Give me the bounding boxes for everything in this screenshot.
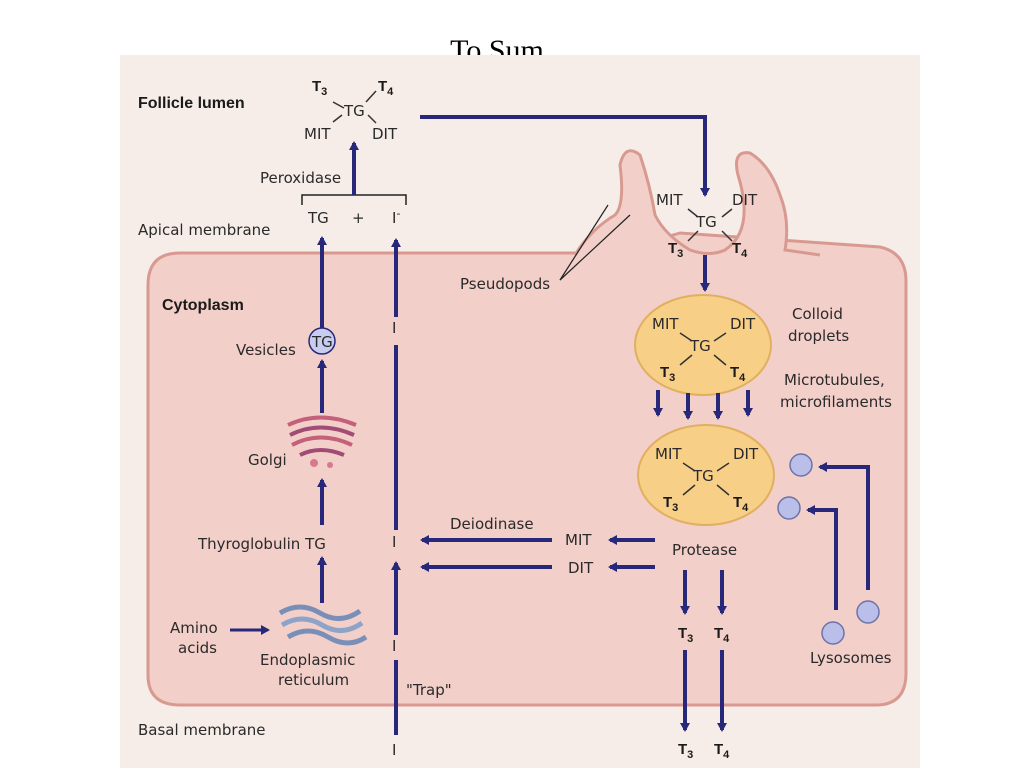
amino-acids-label-1: Amino xyxy=(170,619,218,637)
svg-text:T3: T3 xyxy=(668,240,683,260)
svg-text:T4: T4 xyxy=(730,364,746,384)
lysosomes-label: Lysosomes xyxy=(810,649,892,667)
golgi-icon xyxy=(287,415,357,468)
mit-product-label: MIT xyxy=(565,531,592,549)
svg-text:T3: T3 xyxy=(678,625,693,645)
basal-membrane-label: Basal membrane xyxy=(138,721,266,739)
tg-molecule-pseudopod: MIT DIT TG T3 T4 xyxy=(656,191,758,260)
svg-text:TG: TG xyxy=(695,213,717,231)
apical-membrane-label: Apical membrane xyxy=(138,221,270,239)
dit-product-label: DIT xyxy=(568,559,594,577)
tg-molecule-droplet-2: MIT DIT TG T3 T4 xyxy=(655,445,759,514)
svg-text:T3: T3 xyxy=(663,494,678,514)
mit-label: MIT xyxy=(304,125,331,143)
colloid-droplet-1 xyxy=(634,294,772,396)
golgi-label: Golgi xyxy=(248,451,287,469)
thyroid-hormone-diagram: Follicle lumen Apical membrane Cytoplasm… xyxy=(120,55,920,768)
pseudopods-label: Pseudopods xyxy=(460,275,550,293)
svg-text:T4: T4 xyxy=(714,625,730,645)
dit-label: DIT xyxy=(372,125,398,143)
pseudopod-shape xyxy=(573,149,821,257)
svg-text:MIT: MIT xyxy=(656,191,683,209)
svg-text:T4: T4 xyxy=(733,494,749,514)
t3-label: T3 xyxy=(312,78,327,98)
cytoplasm-label: Cytoplasm xyxy=(162,297,244,314)
tg-substrate-label: TG xyxy=(307,209,329,227)
colloid-label-1: Colloid xyxy=(792,305,843,323)
er-label-2: reticulum xyxy=(278,671,349,689)
svg-text:MIT: MIT xyxy=(652,315,679,333)
svg-text:I: I xyxy=(392,319,396,337)
svg-text:T3: T3 xyxy=(678,741,693,761)
endoplasmic-reticulum-icon xyxy=(278,604,368,646)
svg-text:DIT: DIT xyxy=(733,445,759,463)
lysosome-1 xyxy=(789,453,813,477)
lysosome-2 xyxy=(777,496,801,520)
trap-label: "Trap" xyxy=(406,681,452,699)
deiodinase-label: Deiodinase xyxy=(450,515,534,533)
lysosome-3 xyxy=(856,600,880,624)
svg-text:T3: T3 xyxy=(660,364,675,384)
svg-text:TG: TG xyxy=(692,467,714,485)
svg-text:T4: T4 xyxy=(732,240,748,260)
svg-text:T4: T4 xyxy=(714,741,730,761)
protease-label: Protease xyxy=(672,541,737,559)
svg-text:DIT: DIT xyxy=(730,315,756,333)
iodide-apical-label: I- xyxy=(392,207,400,227)
vesicle-tg xyxy=(308,327,336,355)
tg-label: TG xyxy=(343,102,365,120)
colloid-label-2: droplets xyxy=(788,327,849,345)
microtubules-label-2: microfilaments xyxy=(780,393,892,411)
amino-acids-label-2: acids xyxy=(178,639,217,657)
vesicles-label: Vesicles xyxy=(236,341,296,359)
svg-text:TG: TG xyxy=(689,337,711,355)
svg-text:DIT: DIT xyxy=(732,191,758,209)
tg-molecule-lumen: TG T3 T4 MIT DIT xyxy=(304,78,398,143)
microtubules-label-1: Microtubules, xyxy=(784,371,885,389)
tg-molecule-droplet-1: MIT DIT TG T3 T4 xyxy=(652,315,756,384)
thyroglobulin-label: Thyroglobulin TG xyxy=(197,535,326,553)
t4-label: T4 xyxy=(378,78,394,98)
follicle-lumen-label: Follicle lumen xyxy=(138,95,245,112)
plus-label: + xyxy=(352,209,365,227)
er-label-1: Endoplasmic xyxy=(260,651,355,669)
svg-text:MIT: MIT xyxy=(655,445,682,463)
lysosome-4 xyxy=(821,621,845,645)
svg-text:I: I xyxy=(392,741,396,759)
svg-text:I: I xyxy=(392,637,396,655)
svg-text:TG: TG xyxy=(311,333,333,351)
svg-text:I: I xyxy=(392,533,396,551)
peroxidase-label: Peroxidase xyxy=(260,169,341,187)
colloid-droplet-2 xyxy=(637,424,775,526)
